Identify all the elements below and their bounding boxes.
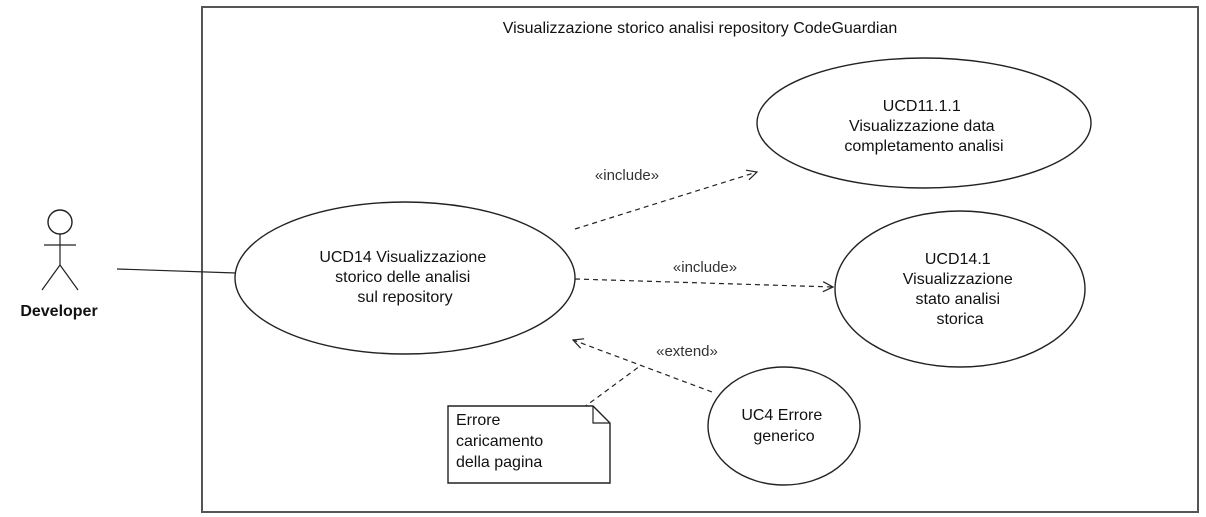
use-case-ucd14-1[interactable]: UCD14.1 Visualizzazione stato analisi st…	[834, 210, 1086, 368]
use-case-ucd11-1-1-label: UCD11.1.1 Visualizzazione data completam…	[844, 98, 1003, 155]
use-case-ucd14-label: UCD14 Visualizzazione storico delle anal…	[319, 249, 490, 306]
use-case-uc4-ellipse	[707, 366, 861, 486]
extend-label-error: «extend»	[656, 343, 718, 360]
actor-head	[47, 209, 73, 235]
include-label-state: «include»	[673, 259, 737, 276]
use-case-uc4-label: UC4 Errore generico	[741, 407, 826, 445]
note-text: Errore caricamento della pagina	[456, 412, 548, 471]
extend-arrow-error	[573, 340, 713, 393]
note-shape	[447, 405, 611, 484]
actor-right-leg	[59, 264, 79, 291]
note-anchor-line	[582, 365, 641, 409]
system-title: Visualizzazione storico analisi reposito…	[503, 20, 898, 37]
use-case-ucd11-1-1[interactable]: UCD11.1.1 Visualizzazione data completam…	[756, 57, 1092, 189]
use-case-uc4[interactable]: UC4 Errore generico	[707, 366, 861, 486]
note-box[interactable]: Errore caricamento della pagina	[447, 405, 611, 484]
actor-label: Developer	[20, 303, 97, 320]
include-arrow-date	[574, 172, 757, 230]
actor-developer[interactable]: Developer	[20, 209, 98, 320]
use-case-ucd14-ellipse	[234, 201, 576, 355]
use-case-ucd14[interactable]: UCD14 Visualizzazione storico delle anal…	[234, 201, 576, 355]
association-line	[116, 268, 237, 274]
use-case-ucd11-1-1-ellipse	[756, 57, 1092, 189]
use-case-ucd14-1-label: UCD14.1 Visualizzazione stato analisi st…	[903, 251, 1017, 328]
note-fold	[592, 406, 610, 424]
include-label-date: «include»	[595, 167, 659, 184]
actor-left-leg	[41, 264, 61, 291]
use-case-ucd14-1-ellipse	[834, 210, 1086, 368]
include-arrow-state	[574, 278, 833, 287]
